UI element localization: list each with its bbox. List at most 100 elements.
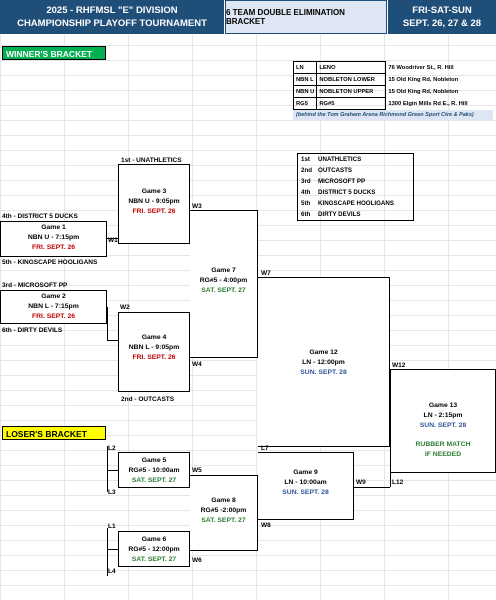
seed-rank: 3rd (301, 178, 311, 185)
game-2-box: Game 2 NBN L - 7:15pm FRI. SEPT. 26 (0, 290, 107, 324)
location-code: RG5 (292, 97, 318, 110)
team-label-g3-top: 1st - UNATHLETICS (121, 157, 182, 164)
link-l2: L2 (108, 445, 116, 452)
seeds-table: 1st UNATHLETICS 2nd OUTCASTS 3rd MICROSOFT … (297, 153, 415, 221)
link-w8: W8 (261, 522, 271, 529)
link-w4: W4 (192, 361, 202, 368)
seed-rank: 1st (301, 156, 310, 163)
link-l4: L4 (108, 568, 116, 575)
game-date: SAT. SEPT. 27 (201, 287, 246, 294)
game-13-box: Game 13 LN - 2:15pm SUN. SEPT. 28 RUBBER… (390, 369, 496, 473)
location-address: 1300 Elgin Mills Rd E., R. Hill (388, 100, 468, 107)
seed-row: 1st UNATHLETICS (298, 154, 414, 166)
title-cell: 2025 - RHFMSL "E" DIVISION CHAMPIONSHIP … (0, 0, 224, 34)
connector-l12 (390, 447, 391, 487)
team-label-g2-bottom: 6th - DIRTY DEVILS (2, 327, 63, 334)
game-title: Game 9 (293, 469, 318, 476)
game-note-1: RUBBER MATCH (415, 441, 471, 448)
team-label-g2-top: 3rd - MICROSOFT PP (2, 282, 68, 289)
link-w3: W3 (192, 203, 202, 210)
game-note-2: IF NEEDED (424, 451, 462, 458)
game-info: RG#5 - 12:00pm (128, 546, 180, 553)
game-info: LN - 12:00pm (302, 359, 345, 366)
team-label-g1-bottom: 5th - KINGSCAPE HOOLIGANS (2, 259, 98, 266)
game-date: SUN. SEPT. 28 (282, 489, 329, 496)
game-date: FRI. SEPT. 26 (31, 244, 76, 251)
location-address: 15 Old King Rd, Nobleton (388, 88, 459, 95)
game-info: LN - 10:00am (284, 479, 327, 486)
seed-row: 2nd OUTCASTS (298, 165, 414, 176)
winners-bracket-banner: WINNER'S BRACKET (2, 46, 106, 60)
connector-l2-l3 (107, 446, 108, 492)
link-w7: W7 (261, 270, 271, 277)
game-date: FRI. SEPT. 26 (31, 313, 76, 320)
locations-table: LN LENO 76 Woodriver St., R. Hill NBN L … (292, 61, 470, 110)
connector-l2 (107, 470, 118, 471)
seed-team: DIRTY DEVILS (318, 211, 361, 218)
game-date: FRI. SEPT. 26 (132, 208, 176, 215)
seed-row: 3rd MICROSOFT PP (298, 176, 414, 187)
losers-bracket-banner: LOSER'S BRACKET (2, 426, 106, 440)
game-date: SAT. SEPT. 27 (131, 556, 177, 563)
game-info: NBN U - 9:05pm (128, 198, 180, 205)
seed-row: 5th KINGSCAPE HOOLIGANS (298, 198, 414, 209)
seed-team: OUTCASTS (318, 167, 353, 174)
link-w12: W12 (392, 362, 406, 369)
seed-rank: 5th (301, 200, 311, 207)
seed-team: MICROSOFT PP (318, 178, 366, 185)
connector-w1 (107, 238, 118, 239)
game-info: RG#5 -2:00pm (200, 507, 247, 514)
link-w9: W9 (356, 479, 366, 486)
bracket-type-label: 6 TEAM DOUBLE ELIMINATION BRACKET (226, 8, 345, 26)
seed-rank: 4th (301, 189, 311, 196)
game-title: Game 1 (41, 224, 66, 231)
seed-rank: 2nd (301, 167, 313, 174)
game-info: RG#5 - 10:00am (128, 467, 180, 474)
game-info: RG#5 - 4:00pm (199, 277, 248, 284)
link-l1: L1 (108, 523, 116, 530)
seed-team: DISTRICT 5 DUCKS (318, 189, 376, 196)
location-code: NBN L (292, 73, 318, 86)
connector-w2-vertical (107, 307, 108, 340)
game-title: Game 8 (211, 497, 236, 504)
game-8-box: Game 8 RG#5 -2:00pm SAT. SEPT. 27 (190, 475, 258, 551)
location-note: (behind the Tom Graham Arena Richmond Gr… (293, 110, 493, 120)
game-title: Game 3 (141, 188, 167, 195)
connector-l1 (107, 549, 118, 550)
game-5-box: Game 5 RG#5 - 10:00am SAT. SEPT. 27 (118, 452, 190, 488)
link-l3: L3 (108, 489, 116, 496)
location-code: LN (292, 61, 318, 74)
game-date: FRI. SEPT. 26 (132, 354, 176, 361)
game-9-box: Game 9 LN - 10:00am SUN. SEPT. 28 (258, 452, 354, 520)
location-name: NOBLETON LOWER (316, 73, 387, 86)
link-l12: L12 (392, 479, 404, 486)
location-code: NBN U (292, 85, 318, 98)
game-6-box: Game 6 RG#5 - 12:00pm SAT. SEPT. 27 (118, 531, 190, 567)
connector-l1-l4 (107, 528, 108, 576)
seed-team: UNATHLETICS (318, 156, 362, 163)
dates-cell: FRI-SAT-SUN SEPT. 26, 27 & 28 (388, 0, 496, 34)
link-w6: W6 (192, 557, 202, 564)
seed-row: 4th DISTRICT 5 DUCKS (298, 187, 414, 198)
location-name: RG#5 (316, 97, 387, 110)
bracket-type-cell: 6 TEAM DOUBLE ELIMINATION BRACKET (225, 0, 387, 34)
game-info: LN - 2:15pm (423, 412, 463, 419)
game-title: Game 2 (41, 293, 66, 300)
seed-team: KINGSCAPE HOOLIGANS (318, 200, 394, 207)
seed-row: 6th DIRTY DEVILS (298, 209, 414, 221)
game-title: Game 6 (141, 536, 167, 543)
location-address: 76 Woodriver St., R. Hill (388, 64, 454, 71)
game-info: NBN U - 7:15pm (27, 234, 80, 241)
game-title: Game 7 (211, 267, 236, 274)
game-3-box: Game 3 NBN U - 9:05pm FRI. SEPT. 26 (118, 164, 190, 244)
game-title: Game 5 (141, 457, 167, 464)
seed-rank: 6th (301, 211, 311, 218)
location-row: NBN U NOBLETON UPPER 15 Old King Rd, Nob… (292, 85, 470, 98)
connector-w2 (107, 340, 118, 341)
team-label-g4-bottom: 2nd - OUTCASTS (121, 396, 175, 403)
location-row: RG5 RG#5 1300 Elgin Mills Rd E., R. Hill (292, 97, 470, 110)
location-name: LENO (316, 61, 387, 74)
location-address: 15 Old King Rd, Nobleton (388, 76, 459, 83)
game-1-box: Game 1 NBN U - 7:15pm FRI. SEPT. 26 (0, 221, 107, 257)
team-label-g1-top: 4th - DISTRICT 5 DUCKS (2, 213, 78, 220)
